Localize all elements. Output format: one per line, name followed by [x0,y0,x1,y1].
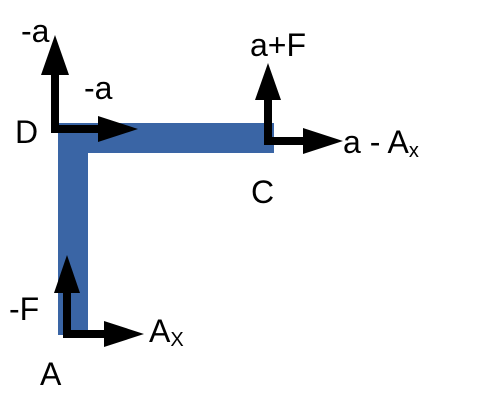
label-a-horizontal-main: A [149,313,171,349]
point-label-a: A [40,356,62,392]
arrow-d-right-icon [51,116,138,142]
arrow-a-right-icon [63,321,144,347]
label-d-horizontal: -a [84,70,113,106]
label-c-vertical: a+F [250,27,306,63]
label-a-horizontal-sub: X [170,329,183,351]
label-a-vertical: -F [9,291,39,327]
label-c-horizontal-main: a - A [343,124,409,160]
label-a-horizontal: AX [149,313,184,351]
label-c-horizontal-sub: x [409,140,419,162]
point-label-c: C [251,174,274,210]
point-label-d: D [15,114,38,150]
label-c-horizontal: a - Ax [343,124,419,162]
arrow-d-up-icon [41,35,69,132]
arrow-c-right-icon [264,128,343,154]
label-d-vertical: -a [21,13,50,49]
beam-vertical [58,123,88,335]
